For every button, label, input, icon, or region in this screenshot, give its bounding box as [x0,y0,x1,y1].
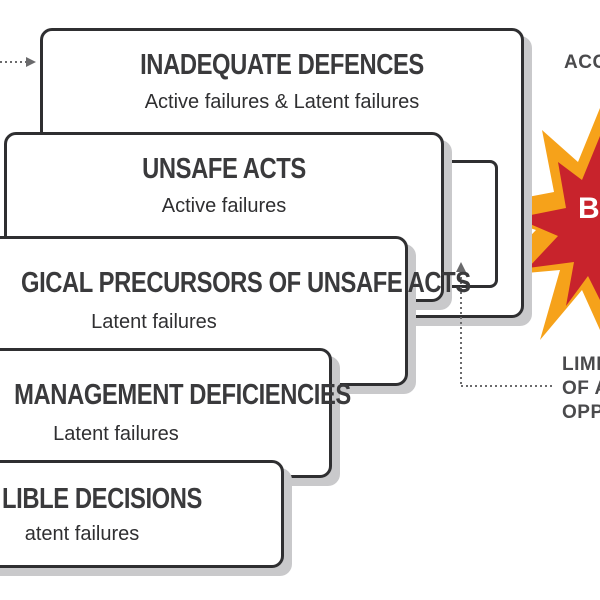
layer-title: INADEQUATE DEFENCES [140,49,424,81]
up-arrow-icon [456,262,472,387]
burst-text: B [578,192,600,225]
layer-management-deficiencies: MANAGEMENT DEFICIENCIES Latent failures [0,348,351,478]
layer-subtitle: atent failures [24,523,140,545]
inner-frame [440,160,498,288]
dotted-connector-icon [470,385,554,387]
burst-inner [516,136,600,306]
layer-title: MANAGEMENT DEFICIENCIES [14,379,351,411]
layer-title: LIBLE DECISIONS [2,483,202,515]
layer-subtitle: Latent failures [91,311,217,333]
layer-title: GICAL PRECURSORS OF UNSAFE ACTS [20,267,471,299]
layer-title: UNSAFE ACTS [142,153,306,185]
layer-fallible-decisions: LIBLE DECISIONS atent failures [0,460,284,568]
layer-subtitle: Active failures [161,195,287,217]
limitation-label-line1: LIMI [562,354,600,375]
layer-subtitle: Active failures & Latent failures [144,91,420,113]
layer-subtitle: Latent failures [53,423,179,445]
explosion-icon: B [470,108,600,340]
limitation-label-line3: OPP [562,402,600,423]
dotted-arrow-icon [0,57,36,67]
accident-label: ACC [564,52,600,73]
limitation-label-line2: OF A [562,378,600,399]
